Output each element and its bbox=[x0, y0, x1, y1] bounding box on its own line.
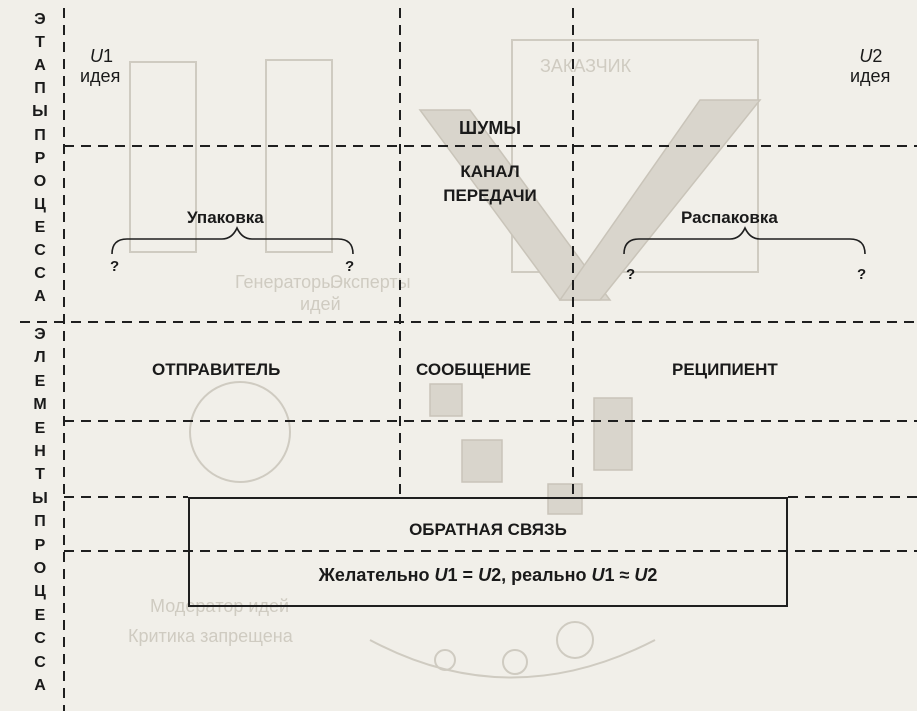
side-bottom-letter: Е bbox=[34, 372, 46, 390]
feedback-box bbox=[188, 497, 788, 607]
formula-num: 1 bbox=[447, 565, 458, 585]
side-bottom-letter: О bbox=[33, 560, 47, 577]
side-bottom-letter: Т bbox=[35, 466, 45, 484]
ghost-square-3 bbox=[593, 397, 633, 471]
message-label: СООБЩЕНИЕ bbox=[416, 360, 532, 379]
side-top-letter: Е bbox=[34, 218, 46, 236]
idea-right-word: идея bbox=[850, 66, 891, 86]
idea-left-word: идея bbox=[80, 66, 121, 86]
ghost-arrow-right bbox=[558, 99, 762, 301]
ghost-text-experts: Эксперты bbox=[330, 272, 411, 292]
ghost-rect-client bbox=[511, 39, 759, 273]
ghost-square-4 bbox=[547, 483, 583, 515]
side-bottom-letter: П bbox=[34, 513, 46, 531]
sender-label: ОТПРАВИТЕЛЬ bbox=[152, 360, 281, 379]
side-top-letter: А bbox=[34, 57, 46, 75]
side-bottom-letter: М bbox=[33, 396, 47, 414]
channel-label: КАНАЛ ПЕРЕДАЧИ bbox=[418, 160, 562, 208]
recipient-label: РЕЦИПИЕНТ bbox=[672, 360, 778, 379]
ghost-rect-middle bbox=[265, 59, 333, 253]
side-bottom-letter: С bbox=[34, 653, 46, 671]
unpacking-brace bbox=[623, 226, 866, 255]
ghost-circle bbox=[189, 381, 291, 483]
side-top-letter: С bbox=[34, 265, 46, 283]
formula-actual: , реально bbox=[501, 565, 592, 585]
side-bottom-letter: Э bbox=[34, 326, 46, 343]
ghost-text-generators: Генераторы bbox=[235, 272, 334, 292]
side-bottom-letter: Л bbox=[34, 349, 46, 367]
side-bottom-letter: А bbox=[34, 677, 46, 694]
side-top-letter: П bbox=[34, 126, 46, 144]
idea-right-var: U bbox=[859, 46, 873, 66]
channel-line-2: ПЕРЕДАЧИ bbox=[443, 186, 537, 205]
ghost-arrow-left bbox=[418, 109, 612, 301]
formula-num: 2 bbox=[491, 565, 502, 585]
idea-left: U1 идея bbox=[80, 46, 120, 86]
formula-var: U bbox=[591, 565, 605, 585]
ghost-bubble-2 bbox=[502, 649, 528, 675]
side-top-letter: А bbox=[34, 288, 46, 306]
side-bottom-letter: Е bbox=[34, 606, 46, 624]
side-top-letter: Р bbox=[34, 149, 46, 167]
side-bottom-letter: Р bbox=[34, 536, 46, 554]
formula-approx: ≈ bbox=[614, 565, 635, 585]
formula-num: 2 bbox=[647, 565, 658, 585]
side-bottom-letter: Е bbox=[34, 419, 46, 437]
ghost-text-criticism: Критика запрещена bbox=[128, 626, 294, 646]
side-bottom-letter: Ц bbox=[34, 583, 46, 601]
feedback-title: ОБРАТНАЯ СВЯЗЬ bbox=[409, 520, 567, 539]
ghost-square-1 bbox=[429, 383, 463, 417]
formula-var: U bbox=[634, 565, 648, 585]
question-mark-packing-left: ? bbox=[110, 258, 120, 275]
idea-left-num: 1 bbox=[103, 46, 114, 66]
idea-right: U2 идея bbox=[850, 46, 890, 86]
packing-brace bbox=[111, 226, 354, 255]
idea-left-var: U bbox=[90, 46, 103, 66]
formula-desired: Желательно bbox=[318, 565, 435, 585]
ghost-square-2 bbox=[461, 439, 503, 483]
idea-right-num: 2 bbox=[872, 46, 883, 66]
ghost-text-ideas: идей bbox=[300, 294, 341, 314]
side-top-letter: П bbox=[34, 80, 46, 98]
ghost-bubble-1 bbox=[556, 621, 594, 659]
side-top-letter: Т bbox=[35, 34, 45, 52]
side-top-letter: Ц bbox=[34, 195, 46, 213]
question-mark-unpacking-right: ? bbox=[857, 266, 867, 283]
ghost-text-client: ЗАКАЗЧИК bbox=[540, 56, 632, 76]
packing-label: Упаковка bbox=[187, 208, 264, 227]
formula-num: 1 bbox=[604, 565, 615, 585]
feedback-formula: Желательно U1 = U2, реально U1 ≈ U2 bbox=[188, 565, 788, 586]
question-mark-unpacking-left: ? bbox=[626, 266, 636, 283]
formula-equals: = bbox=[457, 565, 479, 585]
side-top-letter: Э bbox=[34, 11, 46, 28]
question-mark-packing-right: ? bbox=[345, 258, 355, 275]
channel-line-1: КАНАЛ bbox=[460, 162, 520, 181]
side-top-letter: Ы bbox=[32, 103, 48, 121]
side-bottom-letter: Н bbox=[34, 443, 46, 460]
side-top-letter: С bbox=[34, 242, 46, 259]
formula-var: U bbox=[478, 565, 492, 585]
unpacking-label: Распаковка bbox=[681, 208, 778, 227]
formula-var: U bbox=[434, 565, 448, 585]
side-bottom-letter: Ы bbox=[32, 489, 48, 507]
ghost-pot bbox=[369, 639, 656, 679]
side-bottom-letter: С bbox=[34, 630, 46, 648]
ghost-rect-left bbox=[129, 61, 197, 253]
noise-label: ШУМЫ bbox=[459, 118, 521, 138]
side-top-letter: О bbox=[33, 172, 47, 190]
